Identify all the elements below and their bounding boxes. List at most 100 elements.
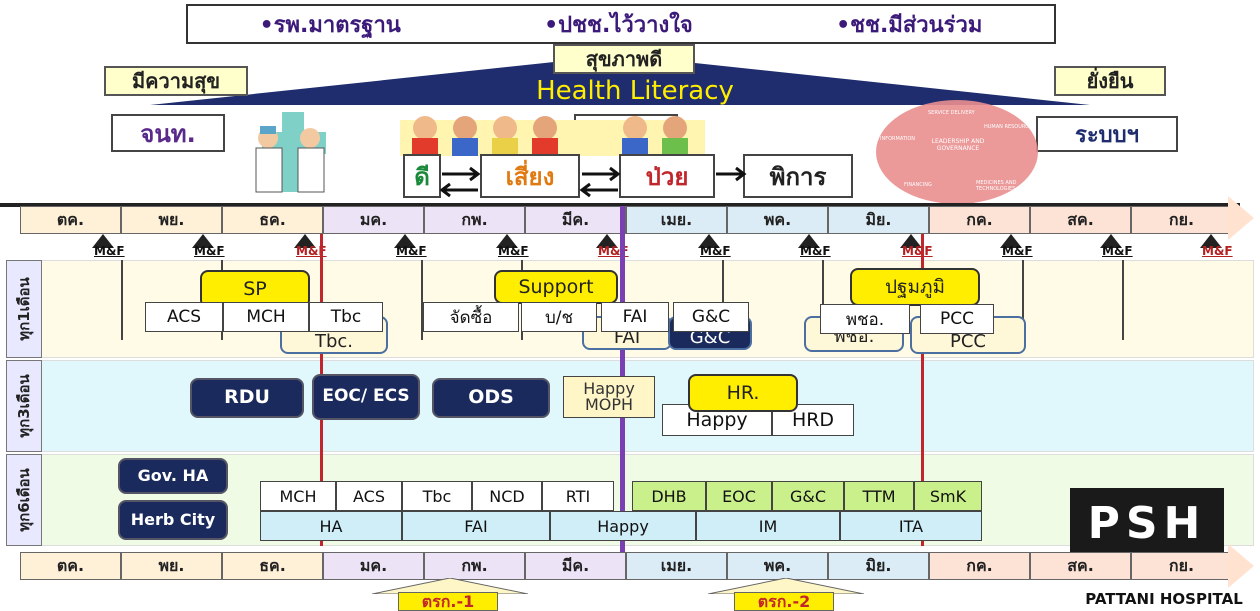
mf-label-quarter: M&F <box>902 244 933 258</box>
month-bar-top: ตค. พย. ธค. มค. กพ. มีค. เมย. พค. มิย. ก… <box>20 206 1232 234</box>
gov-ha-box: Gov. HA <box>118 458 228 494</box>
band-label-quarterly-text: ทุก3เดือน <box>15 374 34 438</box>
cell-ncd-6m: NCD <box>472 481 542 511</box>
mf-label: M&F <box>1102 244 1133 258</box>
mf-row: M&F M&F M&F M&F M&F M&F M&F M&F M&F M&F … <box>0 234 1260 260</box>
eoc-ecs-box: EOC/ ECS <box>312 374 420 420</box>
month-apr: เมย. <box>626 206 727 234</box>
band-label-six-monthly: ทุก6เดือน <box>6 454 42 546</box>
quarter-line <box>921 234 924 546</box>
month-aug-bottom: สค. <box>1030 552 1131 580</box>
mf-arrow-icon <box>1200 234 1222 248</box>
mf-label: M&F <box>194 244 225 258</box>
cell-ita: ITA <box>840 511 982 541</box>
cell-acs: ACS <box>145 302 223 332</box>
medical-staff-illustration <box>255 112 326 193</box>
roof-left-label: มีความสุข <box>104 66 248 96</box>
month-jan-bottom: มค. <box>323 552 424 580</box>
mf-label: M&F <box>700 244 731 258</box>
month-feb-bottom: กพ. <box>424 552 525 580</box>
month-jun-bottom: มิย. <box>828 552 929 580</box>
month-nov: พย. <box>121 206 222 234</box>
band-label-six-monthly-text: ทุก6เดือน <box>15 468 34 532</box>
timeline-arrow-bottom <box>1228 544 1254 588</box>
cell-smk: SmK <box>914 481 982 511</box>
cell-acs-6m: ACS <box>336 481 402 511</box>
timeline-axis <box>0 203 1240 207</box>
cell-fai: FAI <box>601 302 669 332</box>
cell-phcho: พชอ. <box>820 304 910 334</box>
cell-mch-6m: MCH <box>260 481 336 511</box>
roof-right-label: ยั่งยืน <box>1054 66 1166 96</box>
health-system-wheel: LEADERSHIP AND GOVERNANCE SERVICE DELIVE… <box>876 100 1038 204</box>
cell-gc: G&C <box>673 302 749 332</box>
cell-fai-6m: FAI <box>402 511 550 541</box>
mf-label: M&F <box>1002 244 1033 258</box>
month-divider <box>822 260 824 340</box>
mf-arrow-icon <box>1000 234 1022 248</box>
cell-ha: HA <box>260 511 402 541</box>
mf-arrow-icon <box>1100 234 1122 248</box>
timeline-arrow-top <box>1228 196 1254 240</box>
mf-arrow-icon <box>798 234 820 248</box>
month-mar-bottom: มีค. <box>525 552 626 580</box>
cell-rti-6m: RTI <box>542 481 614 511</box>
month-may-bottom: พค. <box>727 552 828 580</box>
goal-public-trust: •ปชช.ไว้วางใจ <box>544 12 693 38</box>
sp-group-label: SP <box>200 270 310 308</box>
status-chain-arrows <box>440 166 747 198</box>
band-label-monthly-text: ทุก1เดือน <box>15 277 34 341</box>
month-jul: กค. <box>929 206 1030 234</box>
cell-im: IM <box>696 511 840 541</box>
month-jul-bottom: กค. <box>929 552 1030 580</box>
wheel-item-financing: FINANCING <box>904 182 932 188</box>
cell-procurement: จัดซื้อ <box>423 302 519 332</box>
goal-community-participation: •ชช.มีส่วนร่วม <box>836 12 983 38</box>
hr-group-label: HR. <box>688 374 798 412</box>
herb-city-box: Herb City <box>118 500 228 540</box>
mf-label: M&F <box>498 244 529 258</box>
roof-triangle <box>150 55 1090 105</box>
cell-tbc: Tbc <box>309 302 383 332</box>
wheel-item-medicines: MEDICINES AND TECHNOLOGIES <box>976 180 1017 192</box>
cell-mch: MCH <box>223 302 309 332</box>
torak2-arrow-icon <box>708 578 864 594</box>
cell-dhb: DHB <box>632 481 706 511</box>
month-sep-bottom: กย. <box>1131 552 1232 580</box>
rdu-box: RDU <box>190 378 304 418</box>
month-oct-bottom: ตค. <box>20 552 121 580</box>
mf-arrow-icon <box>900 234 922 248</box>
status-disabled: พิการ <box>743 154 853 198</box>
wheel-item-service: SERVICE DELIVERY <box>928 110 975 116</box>
torak1-label: ตรก.-1 <box>398 592 498 611</box>
month-divider <box>421 260 423 340</box>
band-label-monthly: ทุก1เดือน <box>6 260 42 358</box>
ods-box: ODS <box>432 378 550 418</box>
goals-banner: •รพ.มาตรฐาน •ปชช.ไว้วางใจ •ชช.มีส่วนร่วม <box>186 4 1056 44</box>
status-sick: ป่วย <box>619 154 715 198</box>
primary-care-group-label: ปฐมภูมิ <box>850 268 980 306</box>
mf-arrow-icon <box>92 234 114 248</box>
month-feb: กพ. <box>424 206 525 234</box>
roof-center-label: สุขภาพดี <box>553 44 695 74</box>
month-apr-bottom: เมย. <box>626 552 727 580</box>
mf-arrow-icon <box>496 234 518 248</box>
mf-arrow-icon <box>698 234 720 248</box>
month-divider <box>722 260 724 340</box>
mf-arrow-icon <box>394 234 416 248</box>
wheel-item-human: HUMAN RESOURCES <box>984 124 1035 130</box>
torak1-arrow-icon <box>372 578 528 594</box>
happy-moph-box: Happy MOPH <box>563 376 655 418</box>
month-dec: ธค. <box>222 206 323 234</box>
support-group-label: Support <box>494 270 618 304</box>
mf-arrow-icon <box>192 234 214 248</box>
month-jun: มิย. <box>828 206 929 234</box>
status-good: ดี <box>403 154 441 198</box>
month-may: พค. <box>727 206 828 234</box>
month-aug: สค. <box>1030 206 1131 234</box>
wheel-center-label: LEADERSHIP AND GOVERNANCE <box>931 138 985 152</box>
health-literacy-title: Health Literacy <box>536 76 734 106</box>
cell-pcc: PCC <box>920 304 994 334</box>
mf-label-quarter: M&F <box>1202 244 1233 258</box>
month-jan: มค. <box>323 206 424 234</box>
